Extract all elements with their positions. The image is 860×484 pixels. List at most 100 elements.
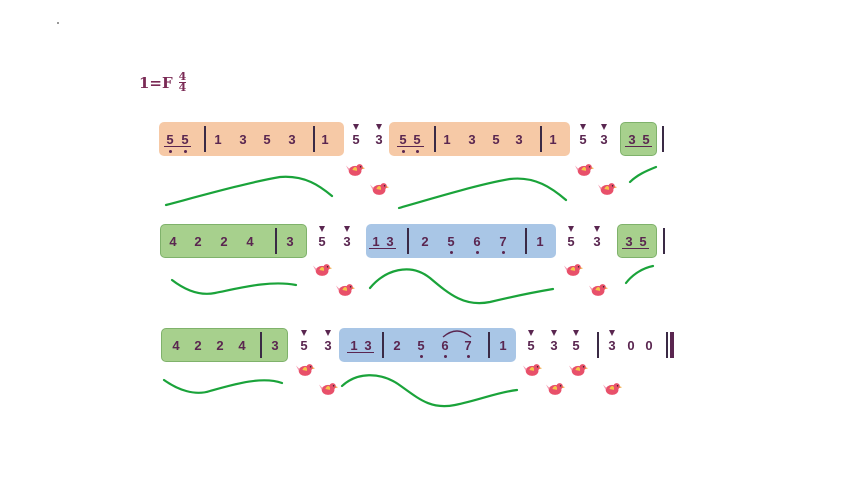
bar-line [597,332,599,358]
end-bar-line [666,332,668,358]
curve-row1-c [628,165,658,184]
bird-icon [598,183,618,195]
time-sig-top: 4 [178,70,187,83]
time-signature: 4 4 [178,70,187,93]
accent-mark [301,330,307,336]
underline [397,146,424,148]
row2-note: 5 [447,234,455,249]
row3-note: 3 [324,338,332,353]
row2-phrase-box-3 [617,224,657,258]
row1-note: 3 [600,132,608,147]
bird-icon [296,364,316,376]
curve-row1-b [397,177,568,210]
row2-note: 2 [220,234,228,249]
row2-note: 3 [386,234,394,249]
underline [625,146,652,148]
row3-note: 7 [464,338,472,353]
row1-note: 1 [443,132,451,147]
row3-note: 1 [499,338,507,353]
bar-line [275,228,277,254]
row3-note: 1 [350,338,358,353]
row1-note: 5 [413,132,421,147]
row2-phrase-box-2 [366,224,556,258]
row1-note: 3 [375,132,383,147]
accent-mark [551,330,557,336]
row1-note: 3 [468,132,476,147]
row3-note: 2 [216,338,224,353]
row2-note: 3 [286,234,294,249]
underline [347,352,374,354]
row2-note: 1 [536,234,544,249]
key-label: 1=F [139,73,173,92]
bar-line [313,126,315,152]
accent-mark [376,124,382,130]
row1-note: 3 [515,132,523,147]
accent-mark [319,226,325,232]
bar-line [260,332,262,358]
row3-note: 2 [393,338,401,353]
low-dot [184,150,187,153]
bird-icon [313,264,333,276]
row3-note: 0 [645,338,653,353]
bird-icon [370,183,390,195]
bar-line [662,126,664,152]
row3-note: 5 [572,338,580,353]
low-dot [467,355,470,358]
row2-note: 3 [343,234,351,249]
bird-icon [603,383,623,395]
bird-icon [546,383,566,395]
curve-row3-b [340,374,519,408]
row1-note: 5 [352,132,360,147]
bird-icon [346,164,366,176]
row1-note: 1 [549,132,557,147]
low-dot [402,150,405,153]
low-dot [444,355,447,358]
bar-line [382,332,384,358]
bar-line [540,126,542,152]
row2-note: 2 [421,234,429,249]
accent-mark [344,226,350,232]
row1-note: 1 [214,132,222,147]
bird-icon [564,264,584,276]
row1-note: 5 [642,132,650,147]
row2-note: 5 [639,234,647,249]
row1-note: 5 [181,132,189,147]
end-bar-line-thick [670,332,674,358]
slur-mark [442,330,472,338]
bar-line [663,228,665,254]
row1-note: 1 [321,132,329,147]
row1-note: 5 [579,132,587,147]
row1-phrase-box-2 [389,122,570,156]
low-dot [476,251,479,254]
bird-icon [569,364,589,376]
row3-note: 6 [441,338,449,353]
row3-note: 4 [238,338,246,353]
low-dot [420,355,423,358]
low-dot [450,251,453,254]
bar-line [407,228,409,254]
row3-note: 3 [608,338,616,353]
bird-icon [575,164,595,176]
bar-line [434,126,436,152]
row2-note: 3 [593,234,601,249]
accent-mark [601,124,607,130]
accent-mark [568,226,574,232]
accent-mark [580,124,586,130]
low-dot [502,251,505,254]
row1-note: 5 [166,132,174,147]
row2-note: 3 [625,234,633,249]
underline [622,248,649,250]
row1-note: 5 [399,132,407,147]
bird-icon [336,284,356,296]
stray-dot [57,22,59,24]
row2-note: 5 [318,234,326,249]
bar-line [525,228,527,254]
row3-note: 3 [364,338,372,353]
accent-mark [573,330,579,336]
curve-row2-c [624,264,655,285]
row1-phrase-box-3 [620,122,657,156]
row3-note: 3 [550,338,558,353]
row3-phrase-box-2 [339,328,516,362]
row1-note: 5 [263,132,271,147]
